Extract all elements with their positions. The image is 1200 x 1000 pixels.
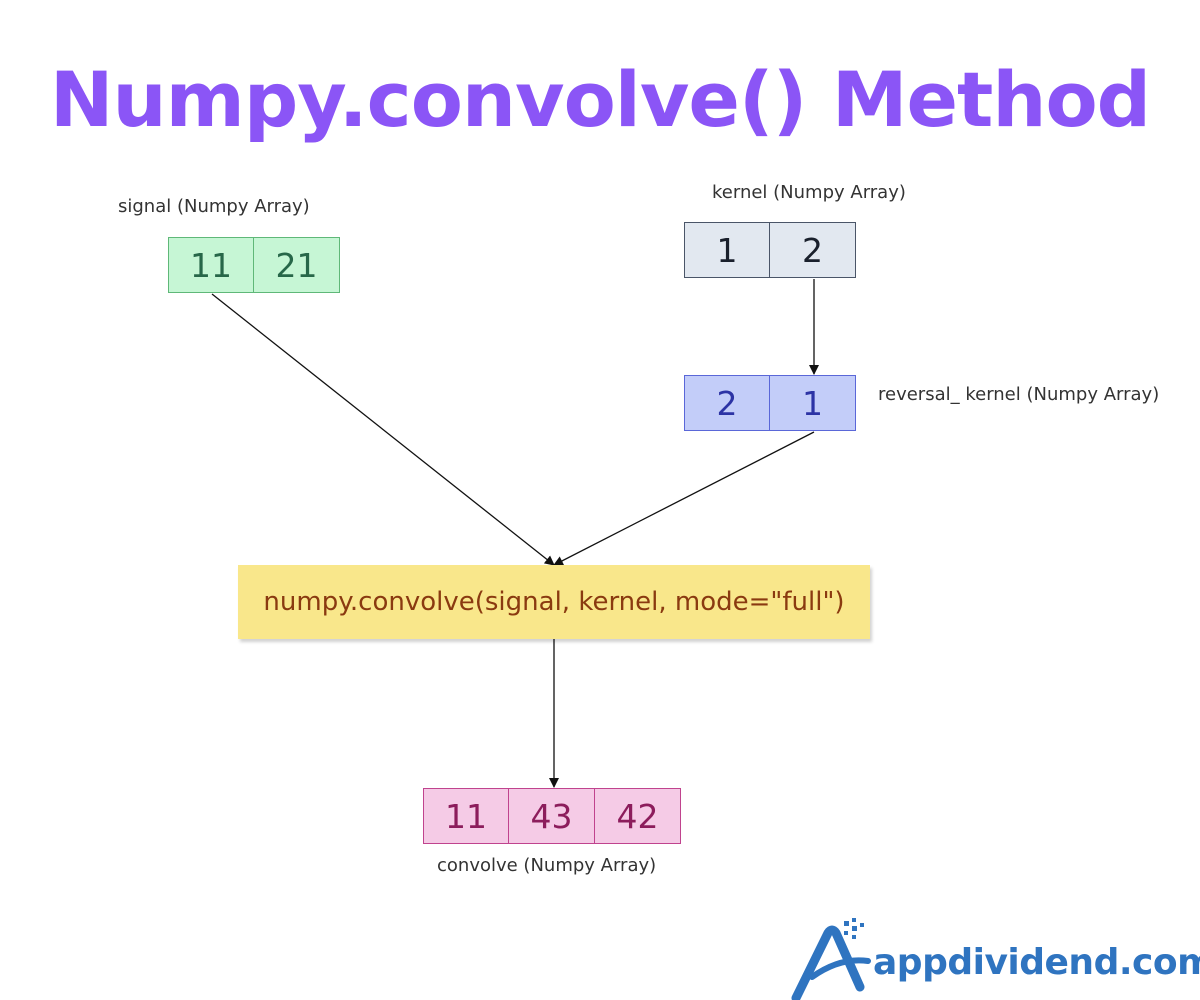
brand-name[interactable]: appdividend.com (873, 942, 1200, 983)
arrow-reversal-to-function (553, 431, 815, 566)
reversal-kernel-label: reversal_ kernel (Numpy Array) (878, 384, 1160, 405)
convolve-cell: 42 (595, 788, 681, 844)
convolve-array: 11 43 42 (423, 788, 681, 844)
signal-cell: 11 (168, 237, 254, 293)
brand-logo-icon (791, 918, 871, 1000)
kernel-array: 1 2 (684, 222, 856, 278)
function-call-box: numpy.convolve(signal, kernel, mode="ful… (238, 565, 870, 639)
kernel-label: kernel (Numpy Array) (712, 182, 906, 203)
reversal-kernel-cell: 2 (684, 375, 770, 431)
reversal-kernel-array: 2 1 (684, 375, 856, 431)
arrow-signal-to-function (211, 293, 555, 566)
convolve-cell: 43 (509, 788, 595, 844)
kernel-cell: 2 (770, 222, 856, 278)
page-title: Numpy.convolve() Method (49, 55, 1151, 144)
convolve-cell: 11 (423, 788, 509, 844)
convolve-label: convolve (Numpy Array) (437, 855, 657, 876)
signal-cell: 21 (254, 237, 340, 293)
signal-label: signal (Numpy Array) (118, 196, 310, 217)
reversal-kernel-cell: 1 (770, 375, 856, 431)
kernel-cell: 1 (684, 222, 770, 278)
signal-array: 11 21 (168, 237, 340, 293)
